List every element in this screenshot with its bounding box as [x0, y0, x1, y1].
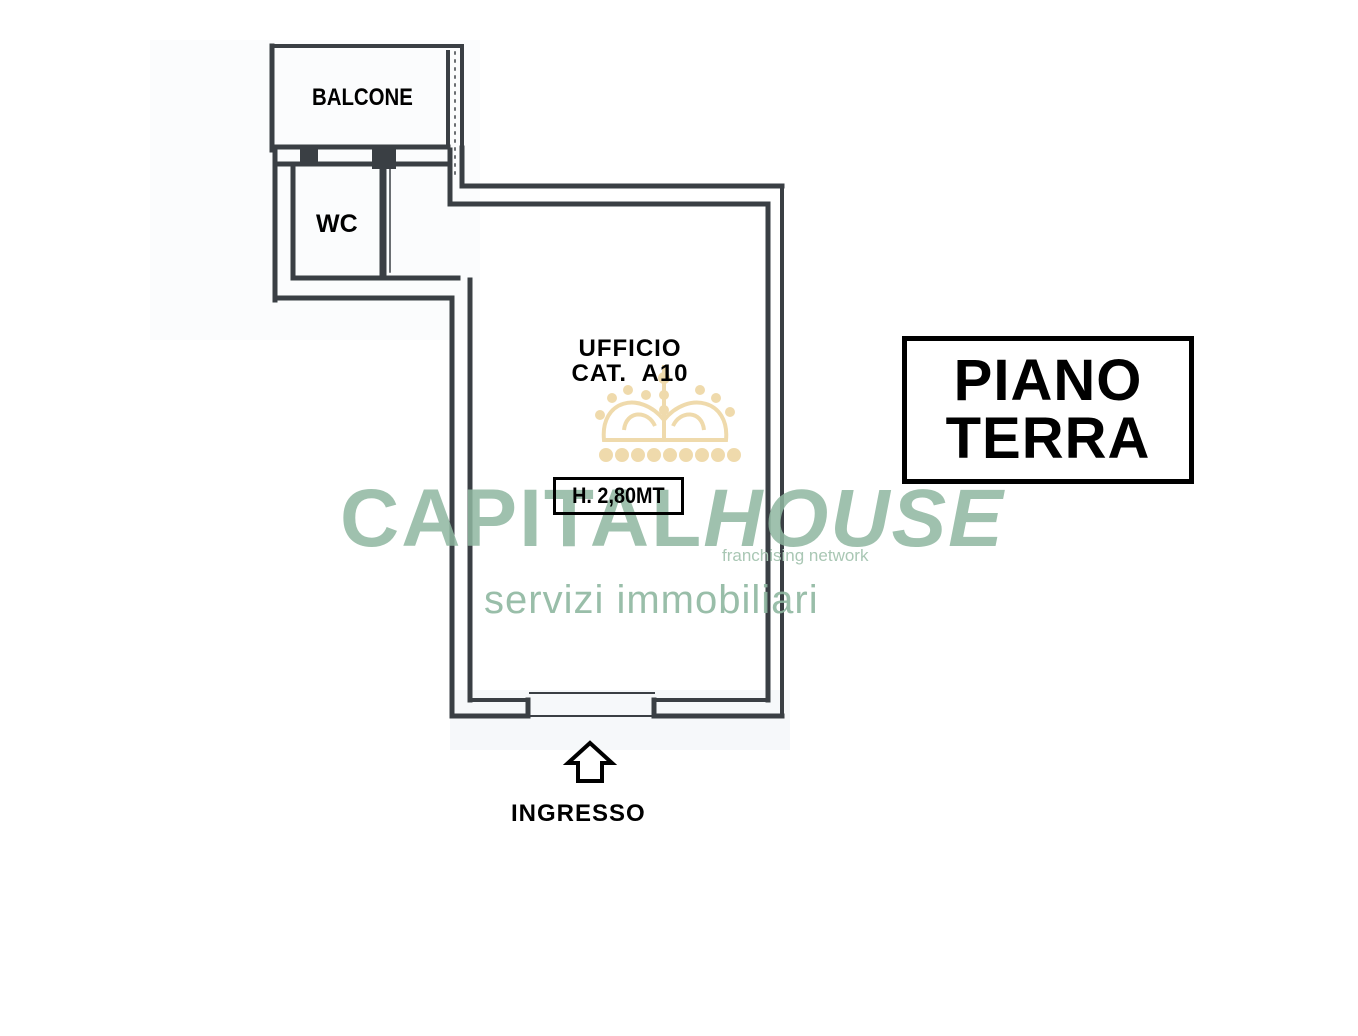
crown-icon: [595, 365, 741, 462]
room-label-balcone: BALCONE: [312, 84, 413, 111]
entrance-label: INGRESSO: [511, 800, 646, 827]
floor-level-line2: TERRA: [945, 406, 1151, 471]
ceiling-height-badge: H. 2,80MT: [553, 477, 684, 515]
watermark-subtitle: servizi immobiliari: [484, 578, 819, 622]
room-label-wc: WC: [316, 210, 358, 238]
watermark-brand-capital: CAPITAL: [340, 473, 704, 564]
balcone-wall: [270, 44, 464, 188]
arrow-up-outline-icon: [562, 740, 618, 783]
watermark-brand: CAPITALHOUSE: [340, 472, 1005, 566]
floor-level-line1: PIANO: [953, 348, 1143, 413]
room-label-ufficio-category: CAT. A10: [571, 360, 689, 387]
room-label-ufficio: UFFICIO CAT. A10: [540, 336, 720, 386]
watermark-brand-house: HOUSE: [703, 473, 1005, 564]
room-label-ufficio-name: UFFICIO: [578, 335, 682, 362]
walls: [269, 43, 785, 719]
floor-level-box: PIANO TERRA: [902, 336, 1194, 484]
watermark-tagline: franchising network: [722, 546, 869, 565]
ceiling-height-text: H. 2,80MT: [572, 483, 665, 508]
